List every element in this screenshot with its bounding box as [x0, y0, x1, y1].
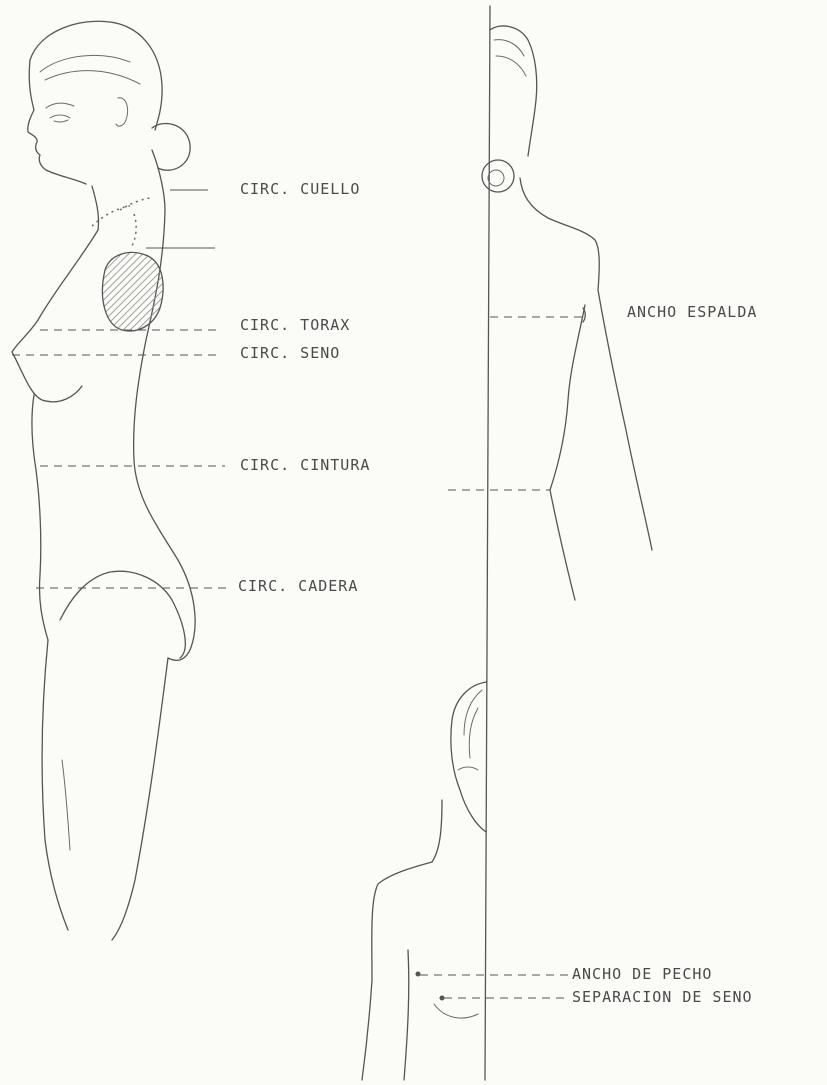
front-view-figure — [362, 682, 568, 1080]
label-circ-seno: CIRC. SENO — [240, 344, 340, 362]
front-hair-strands — [464, 690, 482, 758]
neck-drop-dots — [132, 214, 136, 246]
label-ancho-espalda: ANCHO ESPALDA — [627, 303, 757, 321]
back-hair-outline — [490, 26, 537, 156]
side-hair-bun — [152, 123, 190, 170]
back-hair-strands — [494, 40, 526, 76]
side-ear — [116, 98, 128, 126]
side-knee-line — [62, 760, 70, 850]
front-hair-outline — [451, 682, 487, 790]
side-back-leg — [112, 658, 168, 940]
front-breast-curve — [434, 1004, 478, 1018]
back-hair-bun-inner — [488, 170, 504, 186]
back-neck-shoulder — [520, 178, 599, 290]
front-eye — [458, 767, 478, 770]
front-jaw — [460, 790, 486, 832]
back-arm-outer — [598, 290, 652, 550]
back-torso-side — [550, 305, 585, 600]
label-circ-cintura: CIRC. CINTURA — [240, 456, 370, 474]
back-hair-bun-outer — [482, 160, 514, 192]
front-neck — [432, 800, 442, 862]
label-circ-cadera: CIRC. CADERA — [238, 577, 358, 595]
front-shoulder — [372, 862, 432, 980]
ancho-pecho-marker — [416, 972, 421, 977]
arm-hatched-area — [102, 252, 163, 330]
neck-circumference-dots — [92, 198, 150, 226]
label-circ-cuello: CIRC. CUELLO — [240, 180, 360, 198]
side-view-figure — [12, 21, 232, 940]
side-neck-front — [92, 186, 99, 230]
front-arm — [362, 980, 372, 1080]
separacion-seno-marker — [440, 996, 445, 1001]
side-hair-outline — [30, 21, 162, 130]
side-abdomen-line — [32, 395, 48, 640]
label-separacion-de-seno: SEPARACION DE SENO — [572, 988, 753, 1006]
side-front-line — [12, 230, 98, 402]
label-ancho-de-pecho: ANCHO DE PECHO — [572, 965, 712, 983]
side-eye — [50, 115, 70, 122]
center-back-line — [485, 6, 490, 1080]
side-eyebrow — [46, 103, 74, 108]
side-inner-thigh — [60, 571, 185, 658]
side-neck-back — [152, 150, 165, 210]
side-hair-strands — [40, 55, 140, 84]
front-torso-side — [404, 950, 409, 1080]
side-front-leg — [42, 640, 68, 930]
back-view-figure — [448, 6, 652, 1080]
label-circ-torax: CIRC. TORAX — [240, 316, 350, 334]
